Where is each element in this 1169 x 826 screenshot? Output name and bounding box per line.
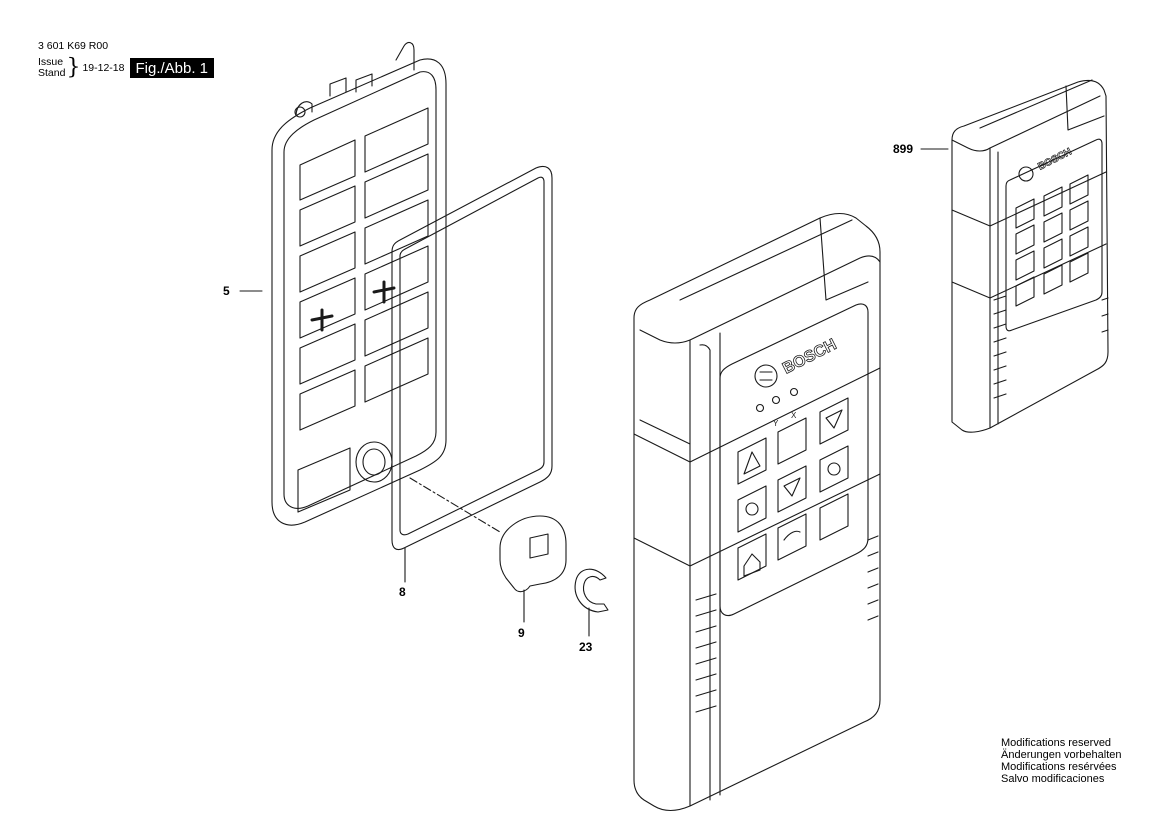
leader-lines	[239, 148, 949, 637]
part-8-gasket	[391, 165, 553, 551]
modifications-line-fr: Modifications resérvées	[1001, 761, 1117, 773]
brand-text-large: BOSCH	[780, 336, 839, 377]
issue-block: Issue Stand } 19-12-18 Fig./Abb. 1	[38, 55, 215, 80]
stand-label: Stand	[38, 67, 66, 79]
brand-text-small: BOSCH	[1036, 146, 1073, 172]
part-number: 3 601 K69 R00	[38, 40, 109, 52]
callout-23: 23	[579, 640, 593, 654]
modifications-line-en: Modifications reserved	[1001, 737, 1112, 749]
issue-labels: Issue Stand	[38, 57, 65, 79]
modifications-line-de: Änderungen vorbehalten	[1001, 749, 1122, 761]
callout-9: 9	[518, 626, 525, 640]
part-23-e-clip	[574, 568, 609, 613]
receiver-housing-large	[633, 212, 881, 812]
modifications-note: Modifications reserved Änderungen vorbeh…	[1001, 737, 1121, 785]
callout-8: 8	[399, 585, 406, 599]
issue-brace: }	[66, 55, 81, 80]
figure-label: Fig./Abb. 1	[130, 58, 215, 78]
callout-899: 899	[893, 142, 914, 156]
modifications-line-es: Salvo modificaciones	[1001, 773, 1105, 785]
issue-label: Issue	[38, 56, 64, 68]
part-899-receiver-assembly	[951, 79, 1109, 433]
indicator-y-label: Y	[773, 419, 779, 428]
callout-5: 5	[223, 284, 230, 298]
issue-date: 19-12-18	[82, 62, 125, 74]
part-5-back-cover	[271, 41, 447, 526]
indicator-x-label: X	[791, 411, 797, 420]
part-9-washer	[499, 515, 567, 593]
